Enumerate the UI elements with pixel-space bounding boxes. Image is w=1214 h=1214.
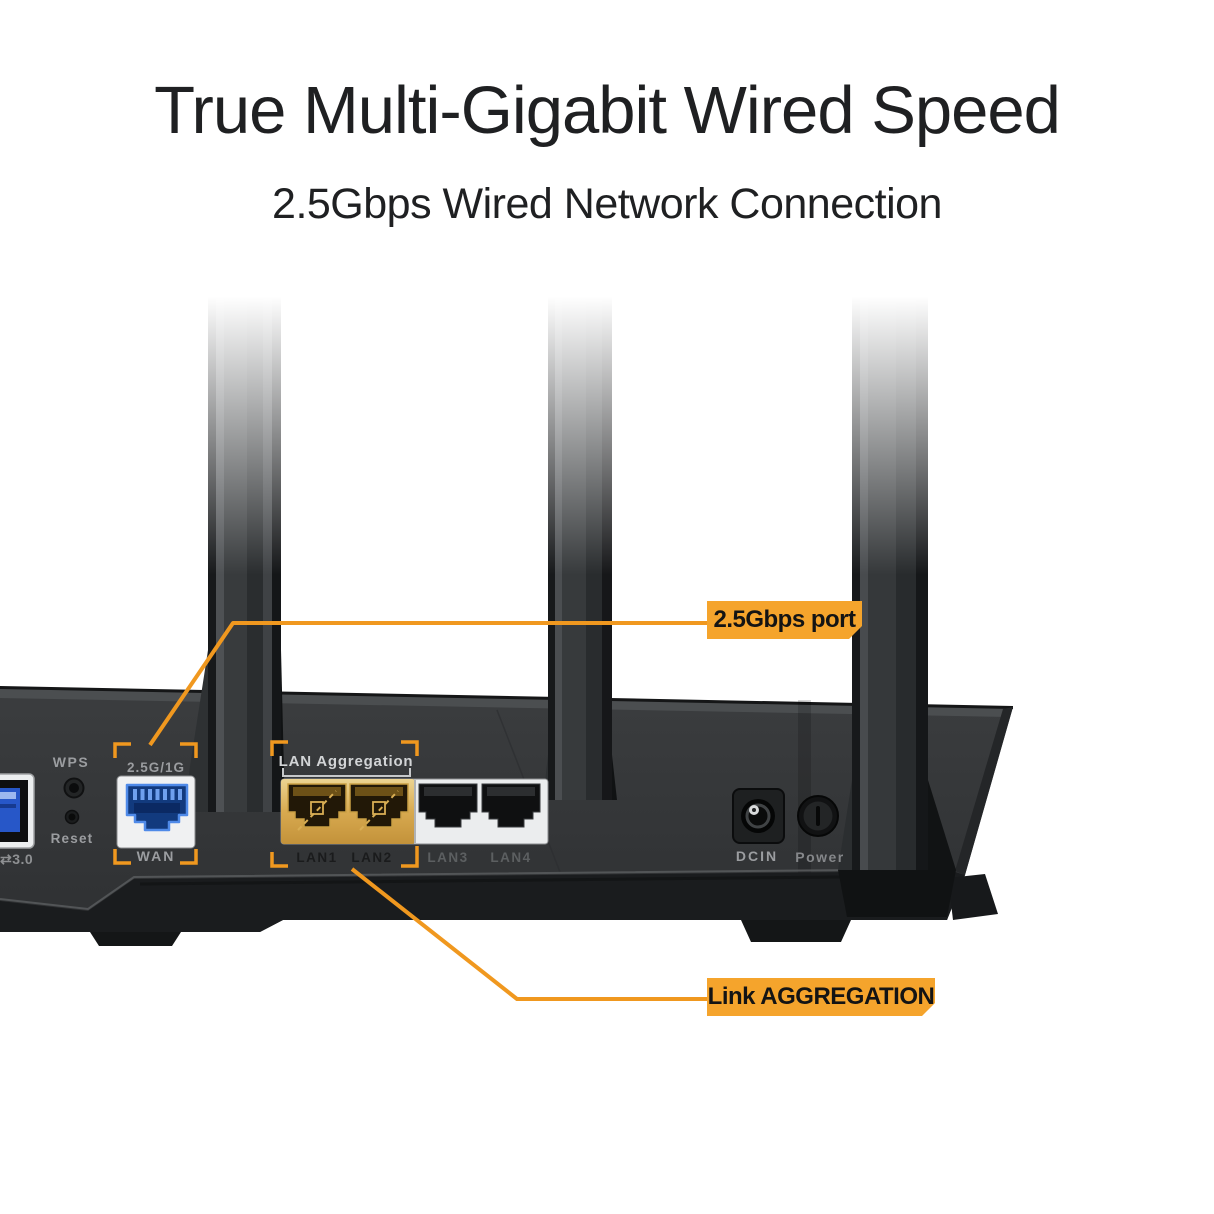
power-icon [816,806,820,826]
lan-aggregation-label: LAN Aggregation [279,753,414,770]
foot-right [948,874,998,920]
antenna-flare [838,780,852,870]
dcin-label: DCIN [736,848,778,864]
bracket-corner [113,742,131,758]
lan4-pins [487,787,535,796]
bracket-corner [270,740,288,756]
wan-speed-label: 2.5G/1G [127,760,185,775]
lan-highlight-bracket [270,740,419,868]
reset-button-center [68,813,76,821]
dcin-pin-center [752,808,756,812]
wan-port: 2.5G/1G WAN [116,760,196,864]
usb-pins [0,804,16,808]
usb-pins [0,792,16,799]
power-label: Power [795,849,845,865]
callout-line-aggregation [350,867,710,1001]
antenna-flare [612,755,617,800]
lan1-diagonal-mark [297,790,337,831]
body-bottom-seam [0,868,951,911]
bezel-shadow-line [139,874,941,886]
callout-aggregation-text: Link AGGREGATION [707,983,935,1010]
bracket-corner [113,849,131,865]
lan-port-block: LAN Aggregation LAN1 LAN2 LAN3 [279,753,549,865]
foot-left [90,932,181,946]
lan1-label: LAN1 [296,850,337,865]
foot-middle [741,920,851,942]
lan2-pins [355,787,403,796]
antenna-fade-overlay [150,250,1000,580]
power-control: Power [795,795,845,865]
wan-jack-shade [134,803,180,813]
bracket-corner [180,849,198,865]
body-bottom-bezel [0,871,965,932]
callout-line-port [148,621,708,747]
lan2-diagonal-mark [359,790,399,831]
bracket-corner [180,742,198,758]
bracket-corner [401,846,419,868]
lan-aggregation-bracket [282,768,411,777]
lan3-pins [424,787,472,796]
wps-label: WPS [53,754,89,770]
usb-label: ⇄3.0 [0,851,33,867]
wps-control: WPS [53,754,89,799]
page-subtitle: 2.5Gbps Wired Network Connection [272,180,942,228]
antenna-base [838,870,956,917]
bracket-corner [270,852,288,868]
antenna-flare [183,650,208,812]
reset-label: Reset [51,831,94,846]
wan-highlight-bracket [113,742,198,865]
lan4-label: LAN4 [490,850,531,865]
bracket-corner [401,740,419,756]
dcin-jack: DCIN [732,788,785,864]
lan3-label: LAN3 [427,850,468,865]
wan-jack-pins [133,789,182,800]
page-title: True Multi-Gigabit Wired Speed [154,73,1061,148]
callout-label-aggregation: Link AGGREGATION [707,978,935,1016]
wps-button-center [69,783,79,793]
reset-control: Reset [51,809,94,846]
body-right-bevel [955,707,1013,875]
callout-port-text: 2.5Gbps port [713,606,856,633]
callout-label-port: 2.5Gbps port [707,601,862,639]
usb-port: ⇄3.0 [0,773,35,867]
antenna-flare [928,780,956,870]
wan-label: WAN [137,848,176,864]
lan1-square-mark [310,801,324,815]
lan2-square-mark [372,801,386,815]
lan2-label: LAN2 [351,850,392,865]
lan1-pins [293,787,341,796]
